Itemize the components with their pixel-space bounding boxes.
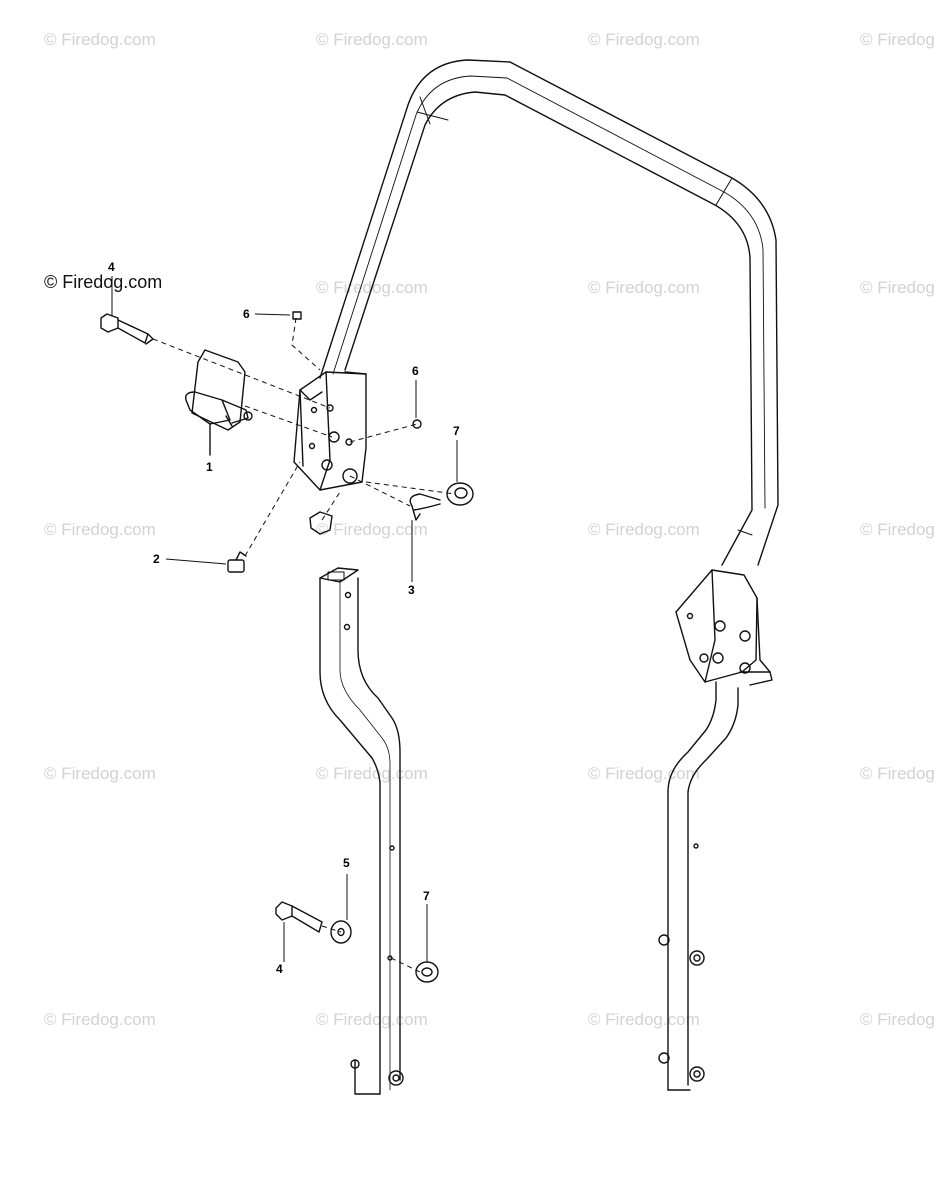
brand-label: © Firedog.com	[44, 272, 163, 292]
bolt-lower	[275, 901, 323, 933]
left-post-bolts	[350, 1059, 404, 1086]
watermark: © Firedog.com	[860, 1010, 934, 1029]
watermark: © Firedog.com	[588, 30, 700, 49]
left-bracket-holes	[308, 404, 358, 484]
hair-pin-clip	[409, 493, 441, 521]
callout-1: 1	[206, 460, 213, 474]
left-lower-post	[319, 567, 401, 1095]
watermark: © Firedog.com	[44, 30, 156, 49]
watermark: © Firedog.com	[860, 278, 934, 297]
pin-2	[227, 551, 247, 573]
watermark: © Firedog.com	[44, 1010, 156, 1029]
watermark: © Firedog.com	[316, 30, 428, 49]
upper-hoop	[319, 59, 779, 566]
callout-4-upper: 4	[108, 260, 115, 274]
callout-2: 2	[153, 552, 160, 566]
latch-plate	[185, 349, 253, 456]
right-upper-bracket	[675, 569, 773, 686]
spacer-left	[309, 511, 333, 535]
callout-6-upper: 6	[243, 307, 250, 321]
watermark: © Firedog.com	[316, 520, 428, 539]
callout-3: 3	[408, 583, 415, 597]
callout-7-upper: 7	[453, 424, 460, 438]
watermark: © Firedog.com	[588, 278, 700, 297]
assembly-lines	[152, 317, 456, 973]
right-bracket-holes	[686, 612, 751, 674]
watermark: © Firedog.com	[860, 764, 934, 783]
right-lower-post	[667, 681, 739, 1091]
leader-lines	[111, 276, 458, 962]
right-post-bolts	[658, 934, 705, 1082]
watermark: © Firedog.com	[44, 764, 156, 783]
watermark: © Firedog.com	[860, 30, 934, 49]
left-upper-bracket	[293, 371, 367, 491]
flange-nut-upper	[446, 482, 474, 506]
callout-4-lower: 4	[276, 962, 283, 976]
callout-6-lower: 6	[412, 364, 419, 378]
callout-7-lower: 7	[423, 889, 430, 903]
watermark: © Firedog.com	[860, 520, 934, 539]
watermark: © Firedog.com	[588, 764, 700, 783]
watermark: © Firedog.com	[588, 520, 700, 539]
watermark: © Firedog.com	[44, 520, 156, 539]
bolt-upper	[100, 313, 154, 345]
callout-5: 5	[343, 856, 350, 870]
set-screw-lower	[412, 419, 422, 429]
set-screw-upper	[292, 311, 302, 320]
washer-5	[330, 920, 352, 944]
watermark: © Firedog.com	[588, 1010, 700, 1029]
